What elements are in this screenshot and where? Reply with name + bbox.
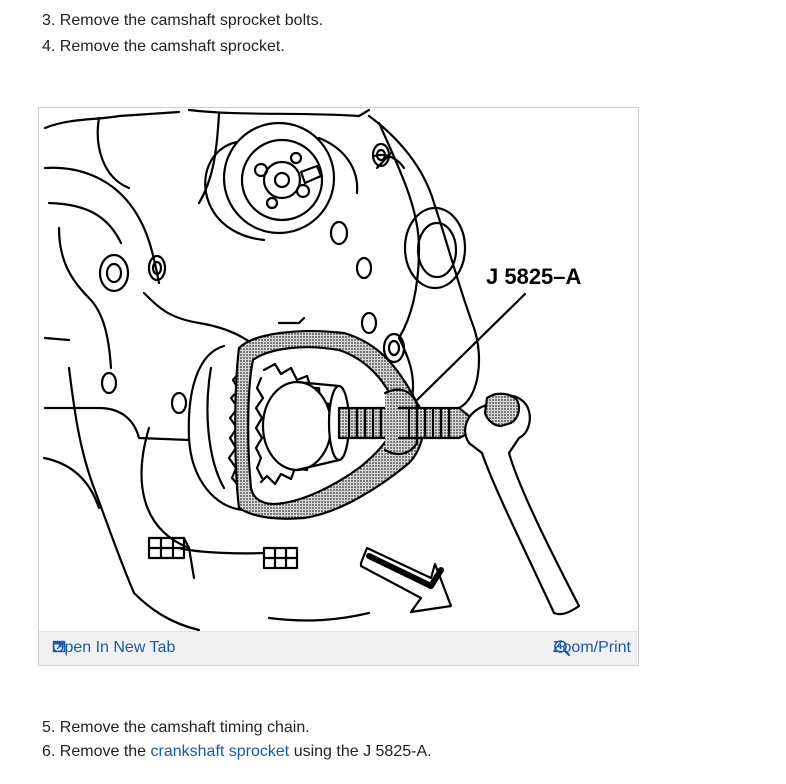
step-text-before: Remove the: [59, 743, 147, 760]
external-link-icon: [52, 640, 66, 653]
tool-callout-label: J 5825–A: [486, 264, 582, 289]
zoom-print-button[interactable]: Zoom/Print: [553, 639, 631, 657]
step-text-after: using the J 5825-A.: [293, 743, 432, 760]
crankshaft-sprocket-link[interactable]: crankshaft sprocket: [150, 743, 290, 760]
step-text: Remove the camshaft timing chain.: [59, 719, 310, 736]
step-number: 4.: [42, 38, 56, 55]
open-in-new-tab-button[interactable]: Open In New Tab: [52, 639, 175, 657]
step-4: 4. Remove the camshaft sprocket.: [42, 37, 285, 57]
step-5: 5. Remove the camshaft timing chain.: [42, 718, 310, 738]
step-number: 3.: [42, 12, 56, 29]
step-3: 3. Remove the camshaft sprocket bolts.: [42, 11, 323, 31]
figure-toolbar: Open In New Tab Zoom/Print: [39, 631, 638, 665]
magnifier-plus-icon: [553, 640, 570, 657]
step-6: 6. Remove the crankshaft sprocket using …: [42, 742, 432, 762]
step-number: 6.: [42, 743, 56, 760]
step-number: 5.: [42, 719, 56, 736]
step-text: Remove the camshaft sprocket.: [59, 38, 285, 55]
crankshaft-sprocket-puller-illustration[interactable]: J 5825–A: [39, 108, 638, 632]
step-text: Remove the camshaft sprocket bolts.: [59, 12, 324, 29]
open-in-new-tab-label: Open In New Tab: [52, 639, 176, 656]
figure-panel: J 5825–A Open In New Tab Zoom/Print: [38, 107, 639, 666]
zoom-print-label: Zoom/Print: [552, 639, 631, 656]
